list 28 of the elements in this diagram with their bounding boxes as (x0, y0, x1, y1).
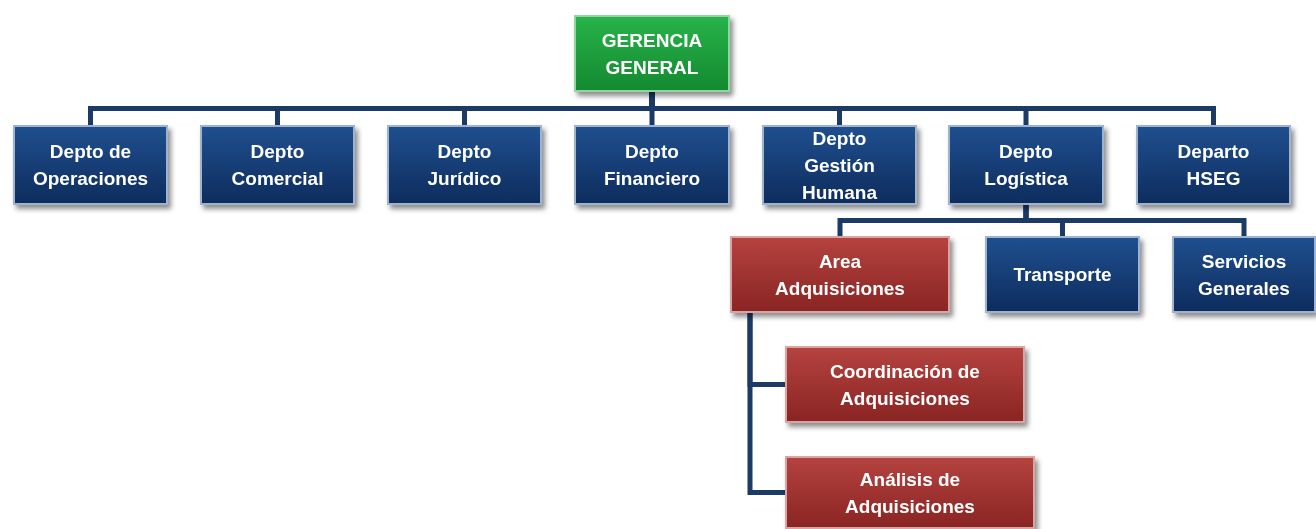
org-box (13, 125, 168, 205)
box-label: Depto Logística (983, 140, 1069, 191)
org-box (762, 125, 917, 205)
box-label: Depto Comercial (230, 140, 325, 191)
org-box (574, 125, 730, 205)
org-box (387, 125, 542, 205)
box-label: Servicios Generales (1197, 249, 1291, 301)
org-box (200, 125, 355, 205)
org-box (1172, 236, 1316, 313)
box-label: GERENCIA GENERAL (600, 28, 704, 80)
org-box (730, 236, 950, 313)
org-box (985, 236, 1140, 313)
box-label: Area Adquisiciones (774, 249, 906, 301)
org-box (785, 346, 1025, 423)
box-label: Depto Gestión Humana (801, 126, 878, 205)
connector-line (1023, 205, 1247, 236)
box-label: Depto de Operaciones (31, 140, 150, 191)
box-label: Departo HSEG (1176, 140, 1251, 191)
box-label: Depto Jurídico (426, 140, 503, 191)
box-label: Transporte (1013, 263, 1112, 287)
org-box (574, 15, 730, 92)
connector-line (747, 313, 785, 495)
box-label: Coordinación de Adquisiciones (829, 359, 981, 411)
box-label: Análisis de Adquisiciones (844, 467, 976, 519)
box-label: Depto Financiero (602, 140, 702, 191)
org-box (1136, 125, 1291, 205)
org-box (785, 456, 1035, 529)
org-box (948, 125, 1104, 205)
